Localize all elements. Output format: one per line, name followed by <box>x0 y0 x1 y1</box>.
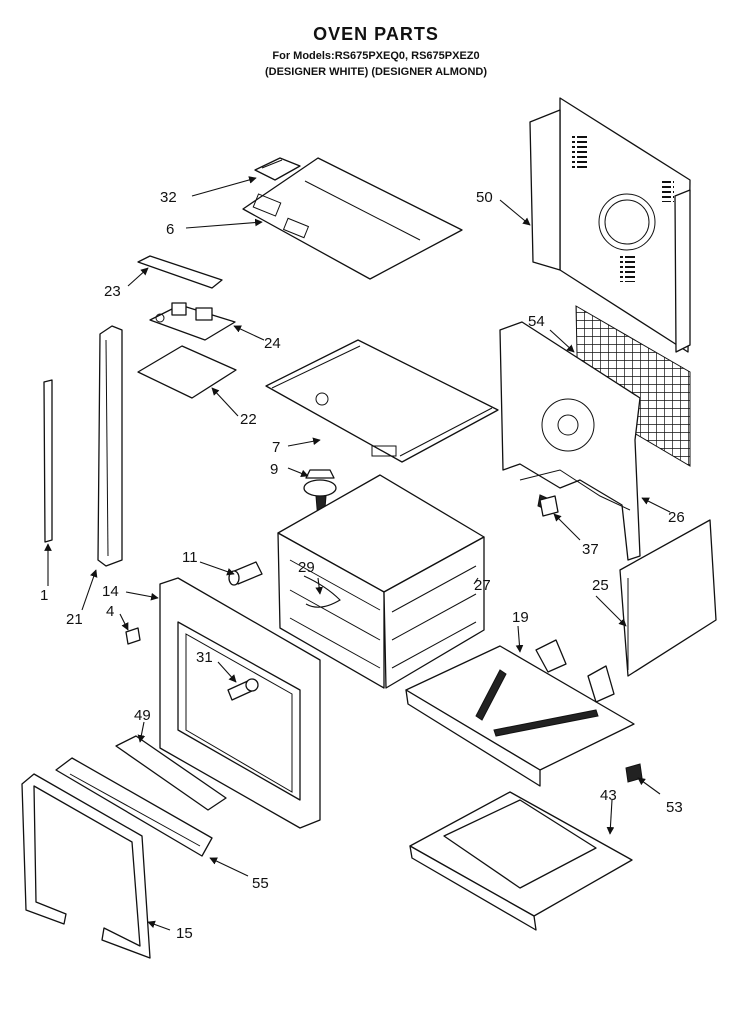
part-29-element <box>303 575 341 608</box>
part-27-oven-cavity <box>277 474 485 689</box>
part-49-vent-trim <box>115 735 227 811</box>
part-14-door-frame <box>159 577 321 829</box>
part-7-oven-top-shield <box>265 339 499 463</box>
part-4-screw <box>125 627 141 645</box>
callout-50: 50 <box>476 189 493 206</box>
part-21-side-rail <box>97 325 123 567</box>
callout-32: 32 <box>160 189 177 206</box>
callout-14: 14 <box>102 583 119 600</box>
callout-24: 24 <box>264 335 281 352</box>
part-15-door-gasket <box>21 773 151 959</box>
callout-1: 1 <box>40 587 48 604</box>
callout-55: 55 <box>252 875 269 892</box>
part-31-knob <box>227 678 259 701</box>
part-43-bottom-tray <box>409 791 633 931</box>
callout-23: 23 <box>104 283 121 300</box>
part-55-door-trim <box>55 757 213 857</box>
callout-21: 21 <box>66 611 83 628</box>
callout-29: 29 <box>298 559 315 576</box>
callout-54: 54 <box>528 313 545 330</box>
callout-4: 4 <box>106 603 114 620</box>
callout-9: 9 <box>270 461 278 478</box>
part-19-oven-bottom <box>405 639 635 787</box>
callout-37: 37 <box>582 541 599 558</box>
leader-lines <box>44 176 671 931</box>
callout-43: 43 <box>600 787 617 804</box>
callout-27: 27 <box>474 577 491 594</box>
callout-22: 22 <box>240 411 257 428</box>
part-6-top-panel <box>242 157 463 280</box>
callout-labels: 32 6 50 23 24 54 22 7 9 26 37 11 29 27 2… <box>40 189 685 942</box>
part-24-control-assembly <box>149 302 236 341</box>
callout-7: 7 <box>272 439 280 456</box>
callout-19: 19 <box>512 609 529 626</box>
part-50-rear-panel <box>529 97 691 353</box>
callout-49: 49 <box>134 707 151 724</box>
colors-line: (DESIGNER WHITE) (DESIGNER ALMOND) <box>264 66 488 78</box>
callout-26: 26 <box>668 509 685 526</box>
callout-25: 25 <box>592 577 609 594</box>
callout-6: 6 <box>166 221 174 238</box>
part-22-plate <box>137 345 237 399</box>
diagram-title: OVEN PARTS <box>313 24 439 44</box>
models-line: For Models:RS675PXEQ0, RS675PXEZ0 <box>272 50 480 62</box>
callout-31: 31 <box>196 649 213 666</box>
callout-11: 11 <box>182 549 198 566</box>
part-32-top-bracket <box>254 157 301 181</box>
callout-53: 53 <box>666 799 683 816</box>
part-25-side-panel <box>619 519 717 677</box>
part-23-bracket <box>137 255 223 289</box>
part-1-side-trim <box>43 379 53 543</box>
callout-15: 15 <box>176 925 193 942</box>
part-37-sensor <box>539 495 559 517</box>
